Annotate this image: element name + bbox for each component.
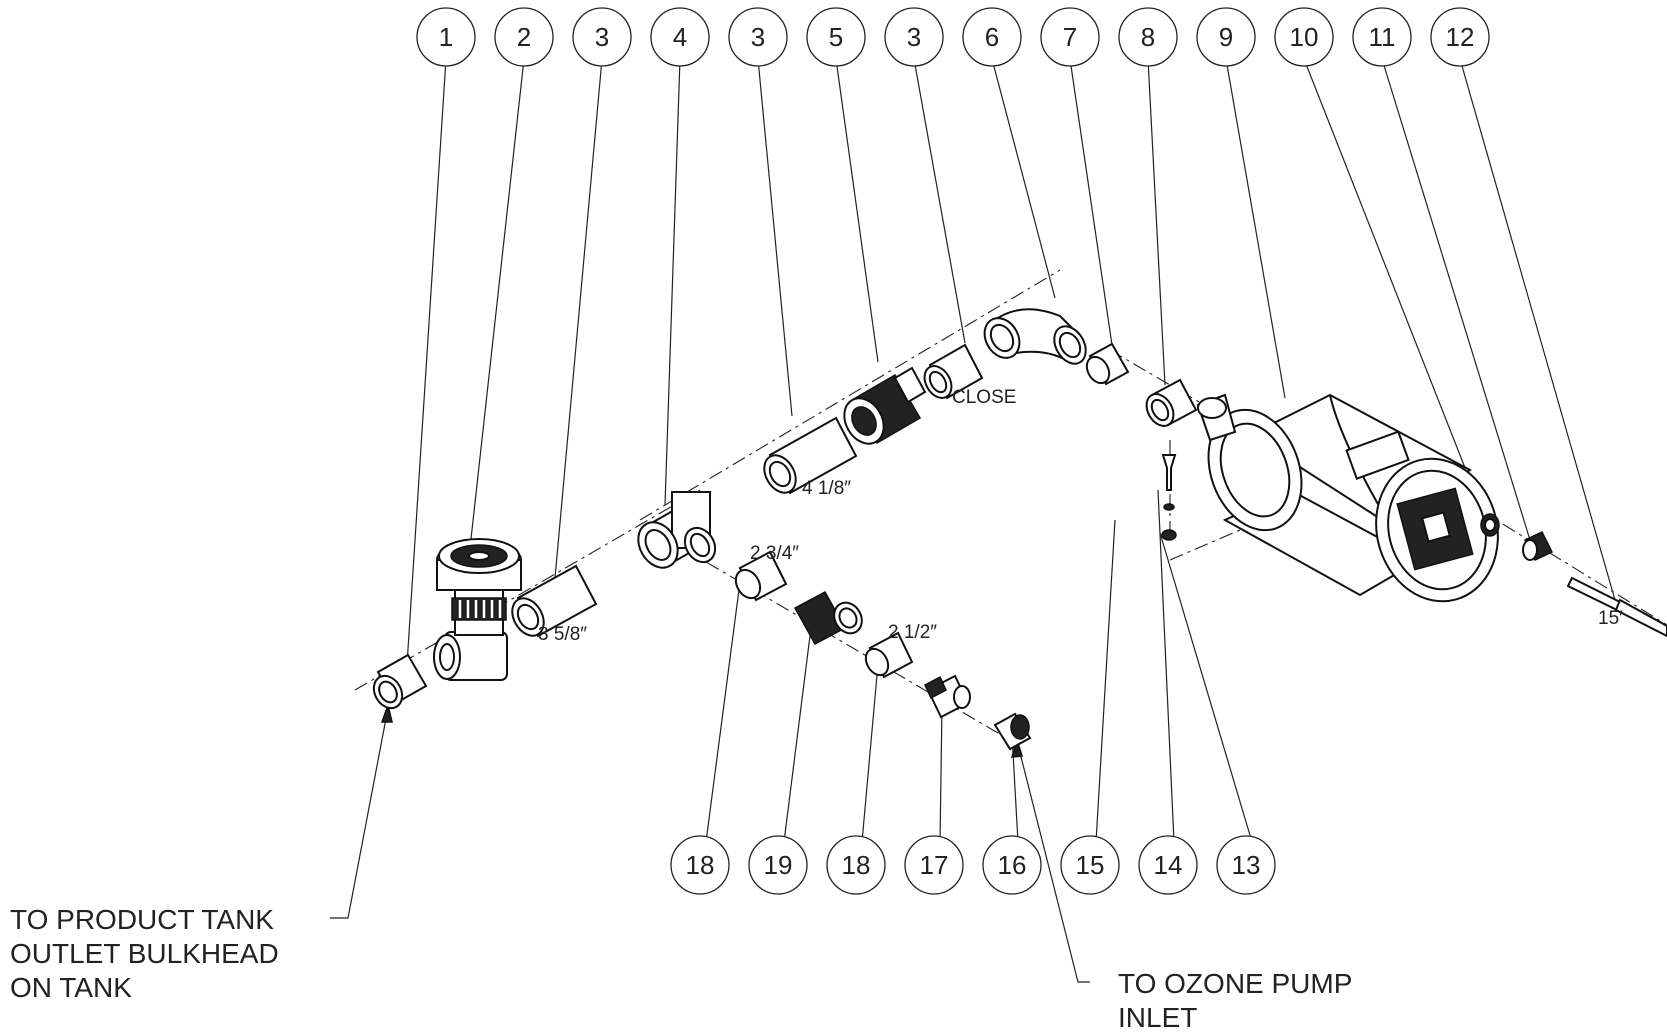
balloon: 3 bbox=[728, 7, 788, 67]
balloon: 4 bbox=[650, 7, 710, 67]
note-line: OUTLET BULKHEAD bbox=[10, 938, 279, 969]
part-18-pipe-b bbox=[864, 631, 914, 679]
part-10-washer bbox=[1480, 513, 1500, 537]
balloon: 5 bbox=[806, 7, 866, 67]
svg-text:11: 11 bbox=[1369, 22, 1396, 52]
svg-text:3: 3 bbox=[751, 22, 765, 52]
svg-text:3: 3 bbox=[595, 22, 609, 52]
svg-text:2: 2 bbox=[517, 22, 531, 52]
note-line: INLET bbox=[1118, 1002, 1197, 1033]
dimension-label: CLOSE bbox=[952, 387, 1016, 408]
balloon: 18 bbox=[670, 835, 730, 895]
part-7-bushing bbox=[1085, 342, 1130, 386]
svg-text:17: 17 bbox=[920, 850, 949, 880]
svg-text:5: 5 bbox=[829, 22, 843, 52]
part-8-adapter bbox=[1145, 378, 1198, 427]
part-3-pipe-b bbox=[763, 416, 858, 495]
top-leader-lines bbox=[405, 58, 1616, 681]
note-line: TO PRODUCT TANK bbox=[10, 904, 274, 935]
part-1-pipe-nipple bbox=[372, 653, 428, 710]
svg-text:16: 16 bbox=[998, 850, 1027, 880]
part-11-fitting bbox=[1522, 531, 1554, 561]
balloon: 3 bbox=[884, 7, 944, 67]
svg-text:15: 15 bbox=[1076, 850, 1105, 880]
note-product-tank: TO PRODUCT TANK OUTLET BULKHEAD ON TANK bbox=[10, 904, 279, 1003]
svg-text:18: 18 bbox=[686, 850, 715, 880]
svg-text:18: 18 bbox=[842, 850, 871, 880]
part-3-close-nipple bbox=[923, 343, 984, 400]
svg-text:4: 4 bbox=[673, 22, 687, 52]
part-17-adapter bbox=[924, 674, 971, 719]
dimension-label: 15′ bbox=[1598, 608, 1623, 629]
svg-text:9: 9 bbox=[1219, 22, 1233, 52]
part-18-pipe-a bbox=[734, 550, 788, 602]
svg-text:6: 6 bbox=[985, 22, 999, 52]
balloon: 3 bbox=[572, 7, 632, 67]
balloon: 2 bbox=[494, 7, 554, 67]
assembly-center-lines bbox=[354, 269, 1667, 741]
balloon: 9 bbox=[1196, 7, 1256, 67]
balloon: 11 bbox=[1352, 7, 1412, 67]
svg-text:1: 1 bbox=[439, 22, 453, 52]
balloon: 19 bbox=[748, 835, 808, 895]
note-ozone-pump: TO OZONE PUMP INLET bbox=[1118, 968, 1352, 1033]
dimension-labels: 3 5/8″ 4 1/8″ CLOSE 2 3/4″ 2 1/2″ 15′ bbox=[538, 387, 1623, 645]
part-19-union bbox=[793, 590, 863, 646]
parts-13-15-hardware bbox=[1161, 454, 1177, 541]
bottom-balloons: 18 19 18 17 16 15 14 13 bbox=[670, 835, 1276, 895]
part-5-union bbox=[843, 366, 927, 445]
balloon: 13 bbox=[1216, 835, 1276, 895]
balloon: 10 bbox=[1274, 7, 1334, 67]
dimension-label: 4 1/8″ bbox=[802, 478, 851, 499]
part-16-bushing bbox=[993, 712, 1032, 751]
svg-text:12: 12 bbox=[1446, 22, 1475, 52]
balloon: 14 bbox=[1138, 835, 1198, 895]
balloon: 17 bbox=[904, 835, 964, 895]
balloon: 6 bbox=[962, 7, 1022, 67]
part-9-pump bbox=[1196, 393, 1499, 603]
note-line: TO OZONE PUMP bbox=[1118, 968, 1352, 999]
dimension-label: 2 3/4″ bbox=[750, 543, 799, 564]
part-12-cable bbox=[1566, 576, 1667, 638]
part-6-elbow bbox=[983, 308, 1087, 365]
balloon: 18 bbox=[826, 835, 886, 895]
balloon: 12 bbox=[1430, 7, 1490, 67]
dimension-label: 2 1/2″ bbox=[888, 622, 937, 643]
svg-text:14: 14 bbox=[1154, 850, 1183, 880]
svg-text:3: 3 bbox=[907, 22, 921, 52]
part-3-pipe-a bbox=[511, 564, 598, 638]
balloon: 1 bbox=[416, 7, 476, 67]
balloon: 15 bbox=[1060, 835, 1120, 895]
svg-text:8: 8 bbox=[1141, 22, 1155, 52]
svg-text:13: 13 bbox=[1232, 850, 1261, 880]
balloon: 7 bbox=[1040, 7, 1100, 67]
bottom-leader-lines bbox=[705, 489, 1253, 843]
balloon: 16 bbox=[982, 835, 1042, 895]
svg-text:10: 10 bbox=[1290, 22, 1319, 52]
part-2-valve bbox=[433, 538, 522, 681]
part-4-tee bbox=[637, 491, 717, 569]
dimension-label: 3 5/8″ bbox=[538, 624, 587, 645]
svg-text:7: 7 bbox=[1063, 22, 1077, 52]
note-line: ON TANK bbox=[10, 972, 132, 1003]
svg-text:19: 19 bbox=[764, 850, 793, 880]
balloon: 8 bbox=[1118, 7, 1178, 67]
note-leaders bbox=[330, 702, 1090, 983]
top-balloons: 1 2 3 4 3 5 3 6 7 8 9 10 11 12 bbox=[416, 7, 1490, 67]
